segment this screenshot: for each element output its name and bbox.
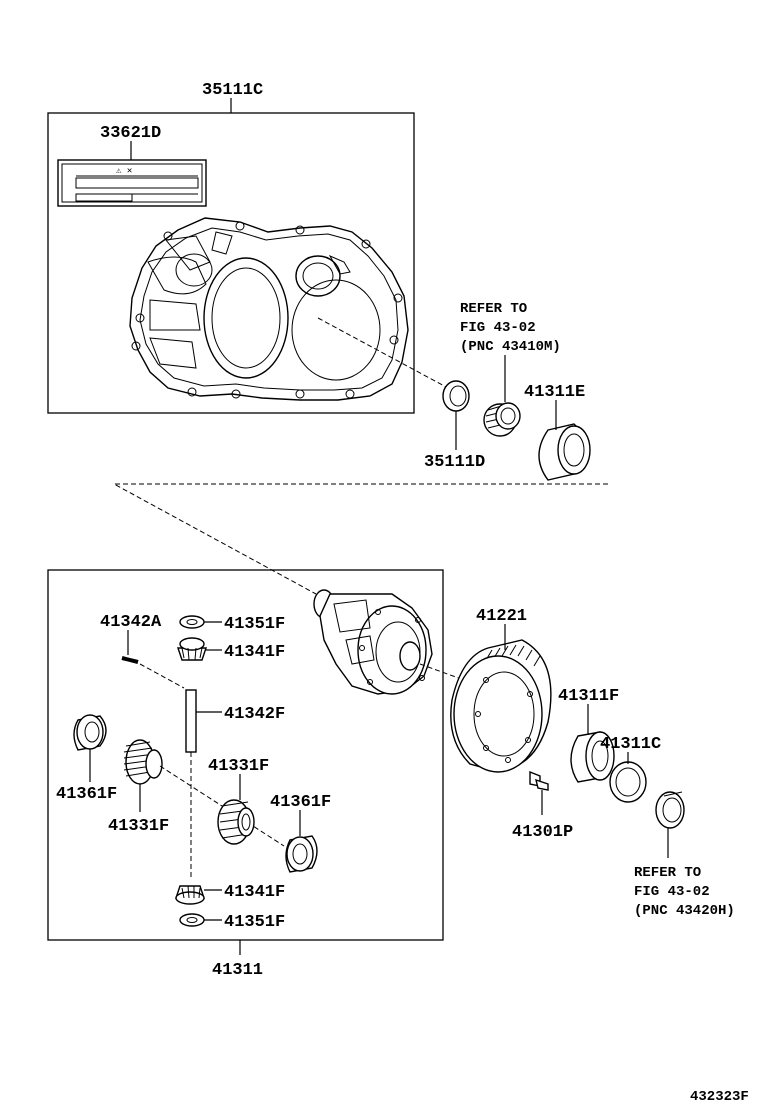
label-case-seal: 35111D: [424, 453, 485, 472]
label-pinion-top: 41341F: [224, 643, 285, 662]
caution-plate: ⚠ ✕: [57, 159, 207, 207]
label-side-gear-right: 41331F: [208, 757, 269, 776]
label-case-bearing: 41311E: [524, 383, 585, 402]
label-refer-bottom-line3: (PNC 43420H): [634, 903, 735, 919]
diff-bearing-illustration: [570, 731, 615, 783]
washer-right-illustration: [285, 835, 318, 873]
case-bearing-cup: [538, 423, 591, 481]
washer-top-illustration: [179, 615, 205, 629]
assembly-line-seal: [317, 317, 449, 389]
label-case-assy: 35111C: [202, 81, 263, 100]
figure-number: 432323F: [690, 1089, 749, 1105]
label-ring-gear: 41221: [476, 607, 527, 626]
pinion-top-illustration: [177, 637, 207, 661]
case-oil-seal: [442, 380, 470, 412]
pinion-shaft-illustration: [185, 689, 197, 753]
refer-bottom-bearing: [655, 791, 685, 829]
label-diff-assy: 41311: [212, 961, 263, 980]
label-diff-bearing: 41311F: [558, 687, 619, 706]
label-refer-top-line1: REFER TO: [460, 301, 527, 317]
label-bearing-shim: 41311C: [600, 735, 661, 754]
assembly-line-pin: [139, 663, 185, 689]
differential-case-illustration: [313, 589, 433, 695]
ring-gear-bolt-illustration: [529, 770, 549, 791]
label-ring-gear-bolt: 41301P: [512, 823, 573, 842]
label-side-gear-left: 41331F: [108, 817, 169, 836]
bearing-shim-illustration: [609, 761, 647, 803]
ring-gear-illustration: [450, 639, 552, 773]
label-washer-bottom: 41351F: [224, 913, 285, 932]
side-gear-left-illustration: [123, 739, 163, 785]
washer-left-illustration: [73, 714, 107, 751]
refer-top-bearing: [483, 402, 521, 437]
assembly-line-cross: [113, 483, 608, 595]
label-washer-top: 41351F: [224, 615, 285, 634]
diff-frame: [47, 569, 444, 941]
label-washer-left: 41361F: [56, 785, 117, 804]
side-gear-right-illustration: [217, 799, 255, 845]
svg-text:⚠ ✕: ⚠ ✕: [116, 166, 132, 176]
label-pinion-shaft: 41342F: [224, 705, 285, 724]
label-washer-right: 41361F: [270, 793, 331, 812]
label-pin-a: 41342A: [100, 613, 162, 632]
label-pinion-bottom: 41341F: [224, 883, 285, 902]
label-refer-bottom-line1: REFER TO: [634, 865, 701, 881]
washer-bottom-illustration: [179, 913, 205, 927]
label-refer-bottom-line2: FIG 43-02: [634, 884, 710, 900]
pin-illustration: [121, 656, 139, 664]
label-refer-top-line2: FIG 43-02: [460, 320, 536, 336]
label-refer-top-line3: (PNC 43410M): [460, 339, 561, 355]
pinion-bottom-illustration: [175, 885, 205, 905]
label-caution-plate: 33621D: [100, 124, 161, 143]
transaxle-case-illustration: [129, 217, 409, 401]
